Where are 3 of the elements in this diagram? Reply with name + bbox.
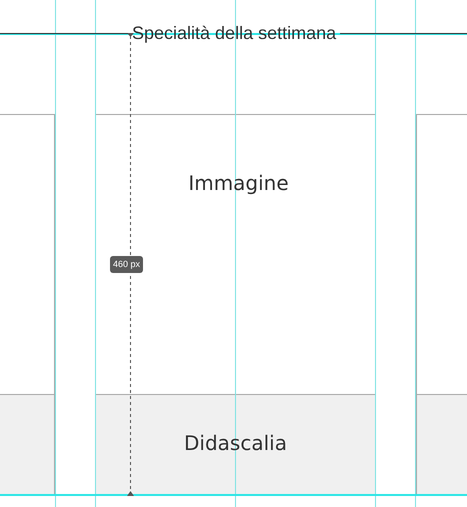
card	[0, 114, 55, 495]
dimension-label: 460 px	[110, 256, 144, 273]
card	[95, 114, 376, 495]
